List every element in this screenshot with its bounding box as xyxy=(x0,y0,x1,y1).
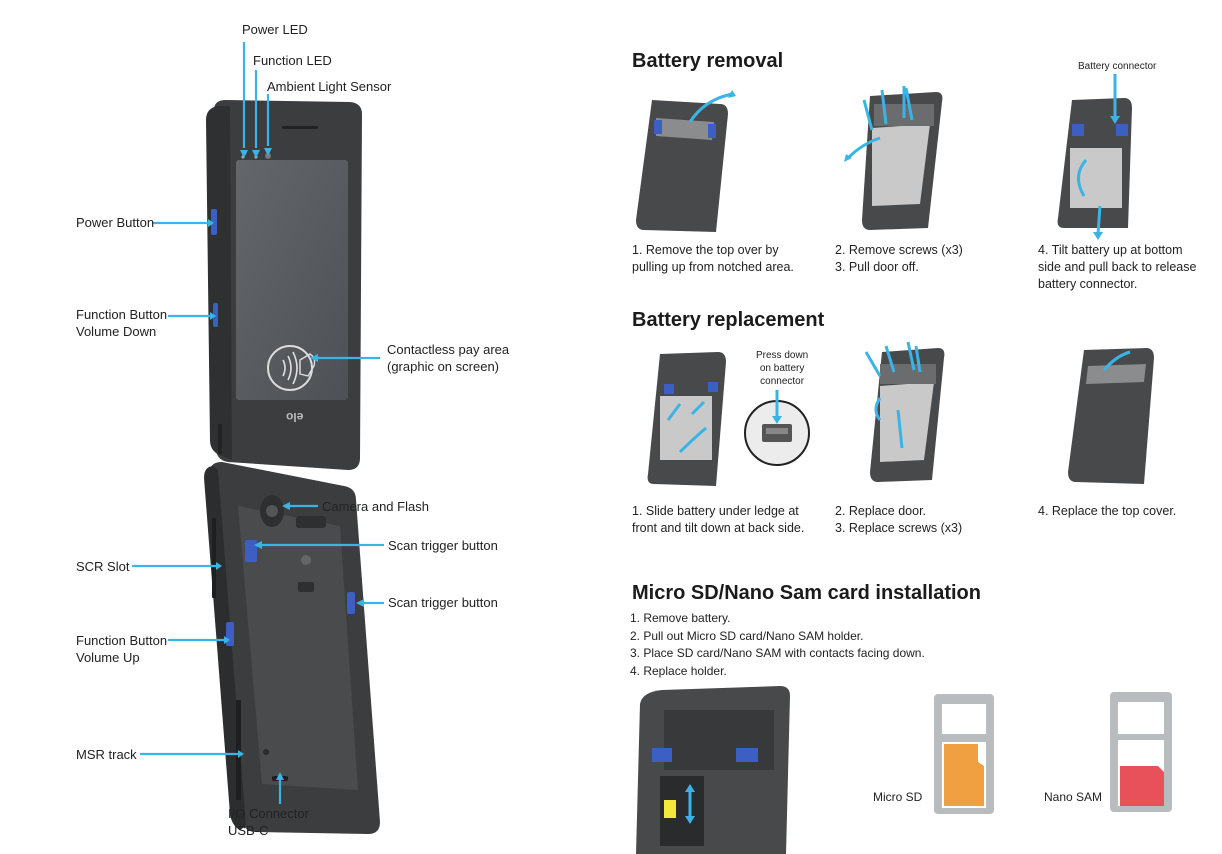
removal-step1-caption: 1. Remove the top over by pulling up fro… xyxy=(632,242,794,276)
micro-sd-label: Micro SD xyxy=(873,790,923,804)
io-connector-line: I/O Connector xyxy=(228,806,309,821)
list-item: 2. Pull out Micro SD card/Nano SAM holde… xyxy=(630,628,864,643)
front-phone xyxy=(206,100,362,470)
caption-line: 1. Remove the top over by xyxy=(632,243,779,257)
removal-step2-device xyxy=(844,86,943,230)
back-phone xyxy=(204,462,380,834)
caption-line: 2. Replace door. xyxy=(835,504,927,518)
caption-line: pulling up from notched area. xyxy=(632,260,794,274)
caption-line: 1. Slide battery under ledge at xyxy=(632,504,799,518)
replacement-step2-caption: 2. Replace door. 3. Replace screws (x3) xyxy=(835,503,962,537)
ambient-light-sensor-label: Ambient Light Sensor xyxy=(267,79,392,94)
nano-sam-tray xyxy=(1110,692,1172,812)
camera-flash-label: Camera and Flash xyxy=(322,499,429,514)
micro-sd-tray xyxy=(934,694,994,814)
function-button-line: Function Button xyxy=(76,633,168,648)
function-led-label: Function LED xyxy=(253,53,332,68)
press-down-label: Press down on battery connector xyxy=(756,349,808,388)
caption-line: 3. Pull door off. xyxy=(835,260,919,274)
contactless-line: Contactless pay area xyxy=(387,342,510,357)
contactless-label: Contactless pay area (graphic on screen) xyxy=(387,341,509,375)
caption-line: Press down xyxy=(756,350,809,361)
graphic-on-screen-line: (graphic on screen) xyxy=(387,359,499,374)
removal-step4-device xyxy=(1057,74,1132,240)
scan-trigger-label-1: Scan trigger button xyxy=(388,538,498,553)
function-button-vol-down-label: Function Button Volume Down xyxy=(76,306,167,340)
press-connector-inset xyxy=(744,390,810,466)
replacement-step2-device xyxy=(864,341,945,482)
removal-step2-caption: 2. Remove screws (x3) 3. Pull door off. xyxy=(835,242,963,276)
usb-c-line: USB-C xyxy=(228,823,269,838)
card-install-steps: 1. Remove battery. 2. Pull out Micro SD … xyxy=(630,610,925,680)
caption-line: on battery xyxy=(759,363,805,374)
removal-step4-caption: 4. Tilt battery up at bottom side and pu… xyxy=(1038,242,1196,293)
replacement-step4-device xyxy=(1068,348,1154,484)
volume-up-line: Volume Up xyxy=(76,650,140,665)
list-item: 1. Remove battery. xyxy=(630,611,731,625)
replacement-step4-caption: 4. Replace the top cover. xyxy=(1038,504,1177,518)
function-button-vol-up-label: Function Button Volume Up xyxy=(76,632,167,666)
caption-line: front and tilt down at back side. xyxy=(632,521,805,535)
removal-step1-device xyxy=(636,90,736,232)
front-callouts xyxy=(132,42,384,804)
caption-line: side and pull back to release xyxy=(1038,260,1197,274)
card-install-title: Micro SD/Nano Sam card installation xyxy=(632,582,981,604)
replacement-step1-device xyxy=(647,352,726,486)
battery-removal-title: Battery removal xyxy=(632,50,784,72)
battery-replacement-title: Battery replacement xyxy=(632,309,825,331)
caption-line: battery connector. xyxy=(1038,277,1138,291)
scr-slot-label: SCR Slot xyxy=(76,559,130,574)
msr-track-label: MSR track xyxy=(76,747,137,762)
caption-line: 4. Tilt battery up at bottom xyxy=(1038,243,1183,257)
card-install-device xyxy=(636,686,790,854)
replacement-step1-caption: 1. Slide battery under ledge at front an… xyxy=(632,503,804,537)
nano-sam-label: Nano SAM xyxy=(1044,790,1103,804)
caption-line: connector xyxy=(760,376,805,387)
list-item: 3. Place SD card/Nano SAM with contacts … xyxy=(630,646,925,660)
power-button-label: Power Button xyxy=(76,215,155,230)
volume-down-line: Volume Down xyxy=(76,324,157,339)
battery-connector-label: Battery connector xyxy=(1078,61,1157,72)
list-item: 4. Replace holder. xyxy=(630,663,727,678)
caption-line: 3. Replace screws (x3) xyxy=(835,521,963,535)
caption-line: 2. Remove screws (x3) xyxy=(835,243,963,257)
scan-trigger-label-2: Scan trigger button xyxy=(388,595,498,610)
io-connector-label: I/O Connector USB-C xyxy=(228,805,309,839)
power-led-label: Power LED xyxy=(242,22,308,37)
function-button-line: Function Button xyxy=(76,307,168,322)
